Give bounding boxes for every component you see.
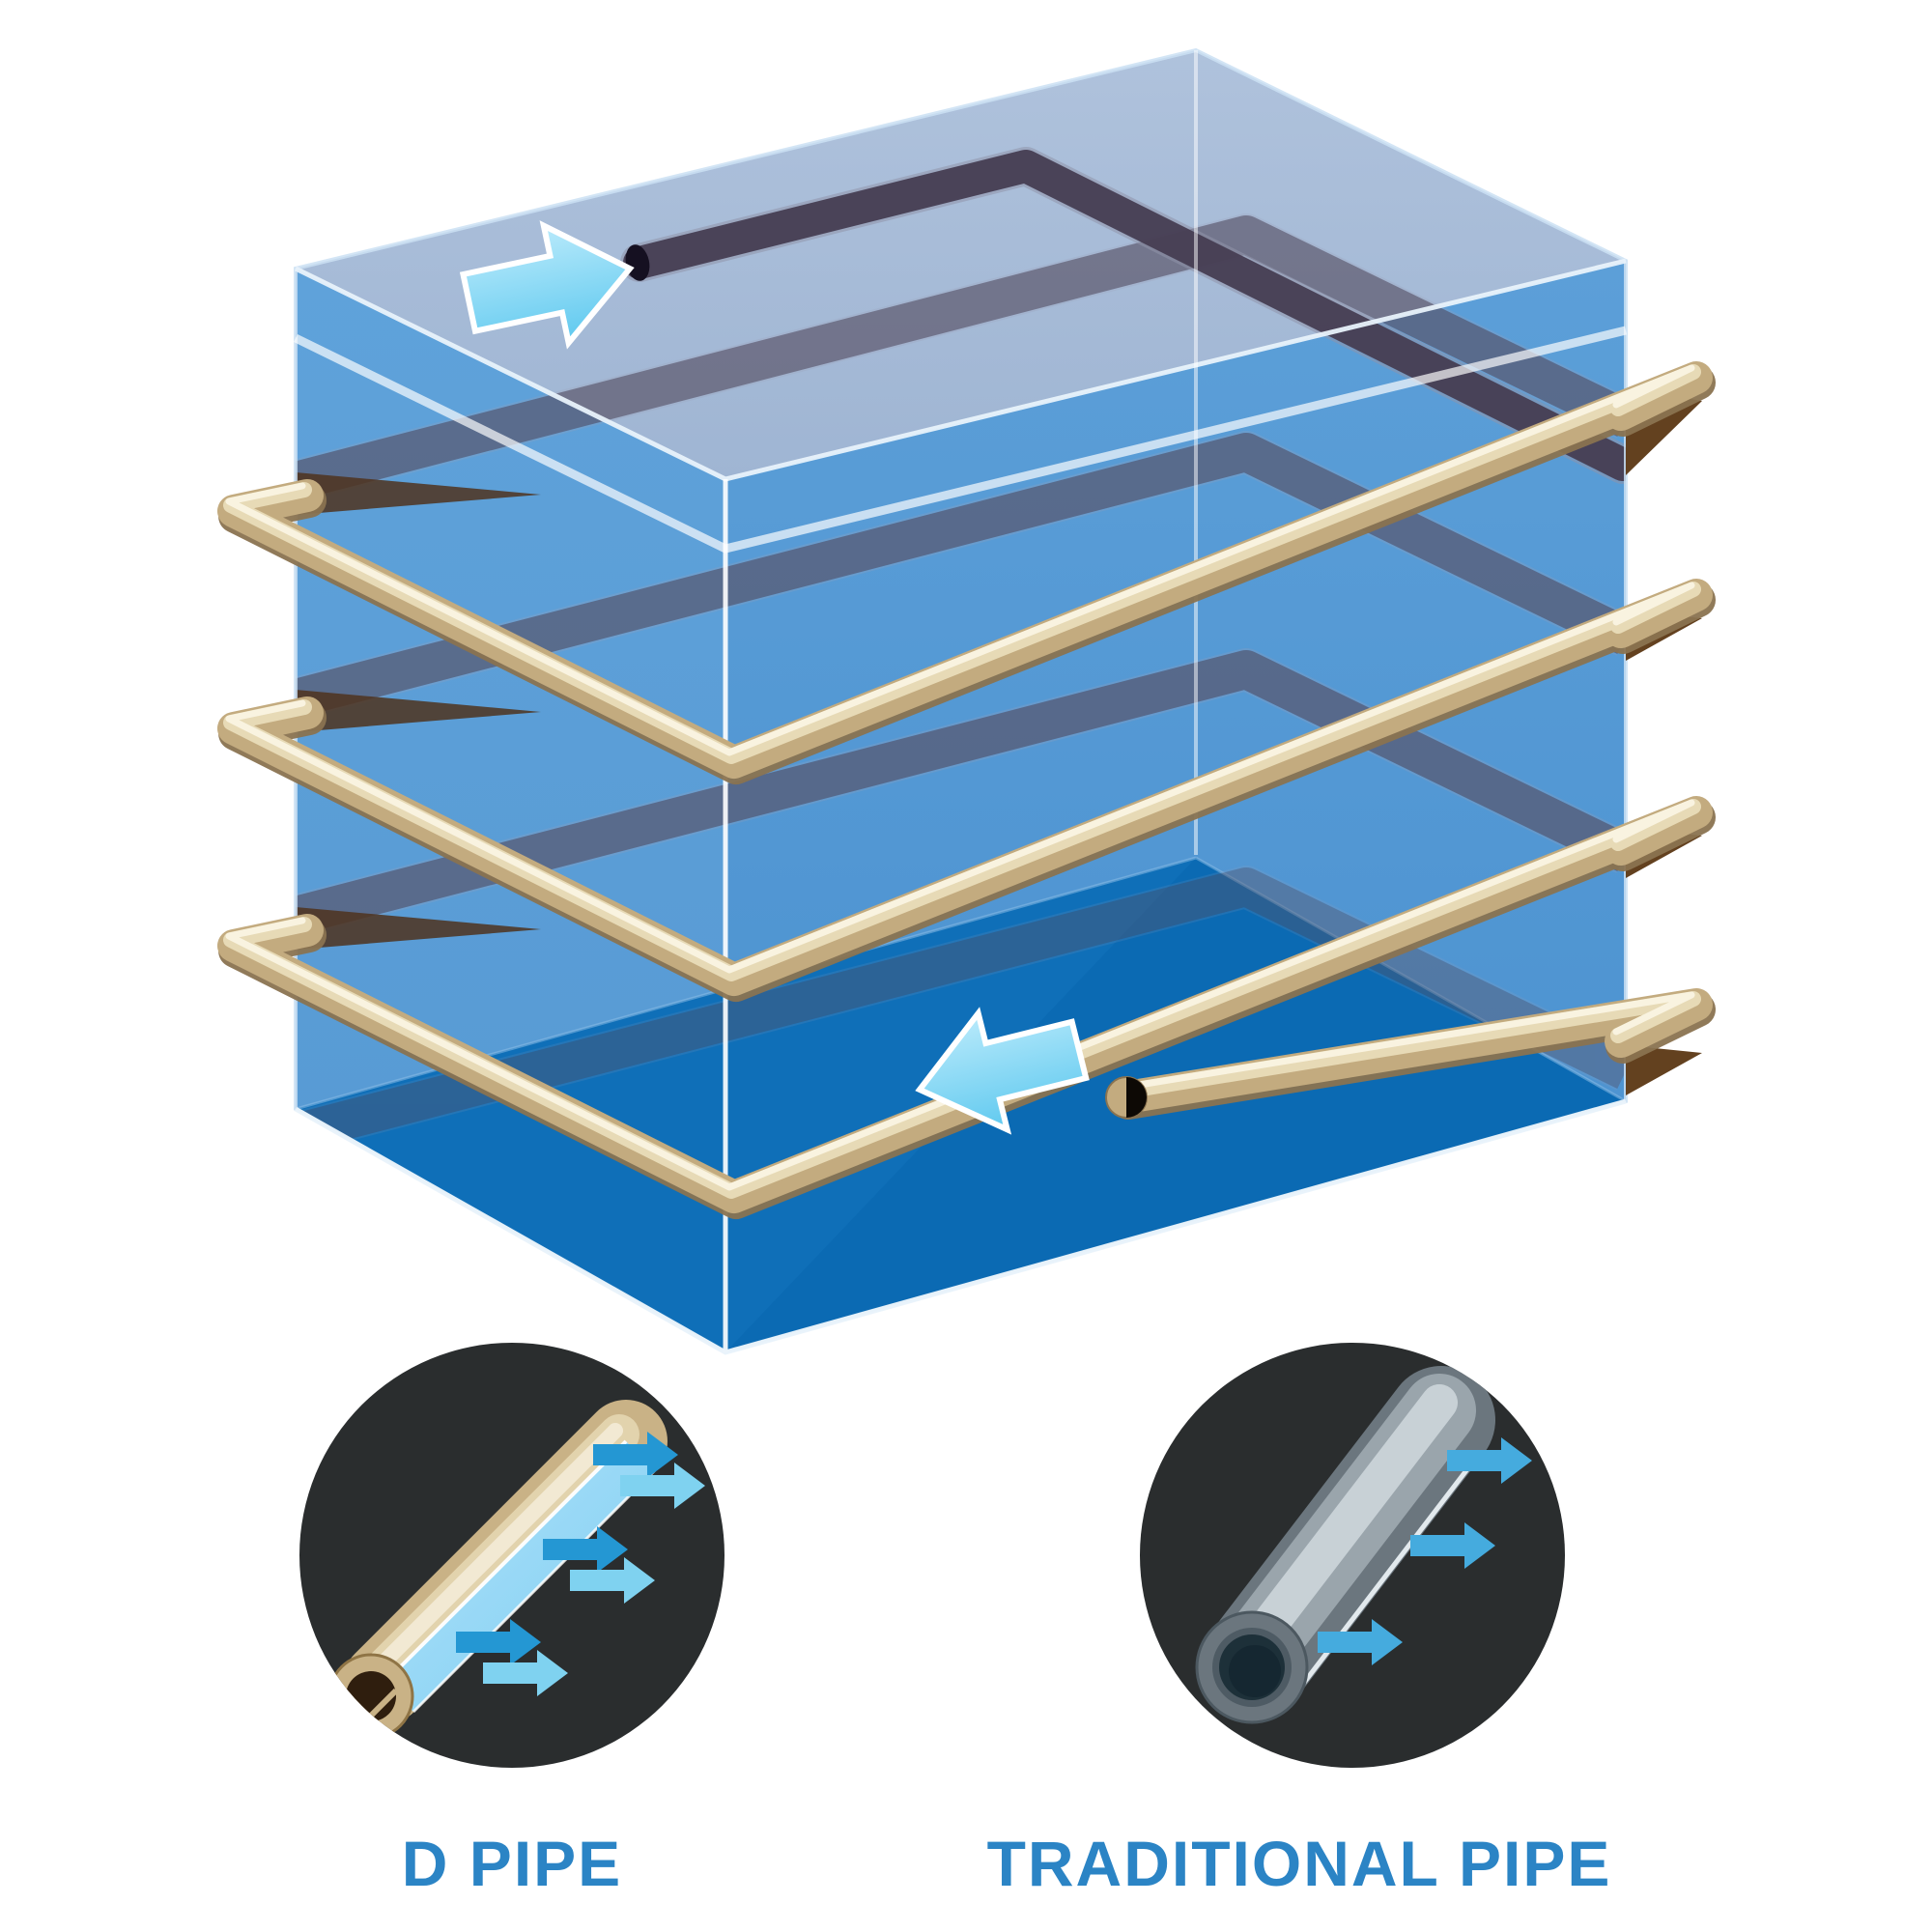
outlet-pipe bbox=[1110, 988, 1716, 1120]
d-pipe-cross-section bbox=[327, 1653, 414, 1740]
back-wall-band bbox=[296, 431, 1626, 720]
back-wall-band bbox=[296, 866, 1626, 1154]
outlet-opening bbox=[1105, 1076, 1148, 1119]
d-pipe-flat-face bbox=[384, 1441, 655, 1712]
inlet-pipe bbox=[620, 147, 1626, 484]
pipe-wall-openings-left bbox=[296, 472, 541, 950]
block-top-face bbox=[296, 50, 1626, 479]
coil-pipe bbox=[217, 361, 1716, 1219]
d-pipe-inset bbox=[299, 1343, 724, 1768]
inlet-opening bbox=[625, 244, 650, 281]
back-wall-band bbox=[296, 648, 1626, 937]
coil-loop-1 bbox=[217, 361, 1716, 784]
bottom-edges bbox=[294, 1098, 1627, 1355]
coil-loop-2 bbox=[217, 579, 1716, 1002]
traditional-pipe-cross-section bbox=[1195, 1610, 1309, 1724]
d-pipe-label: D PIPE bbox=[402, 1828, 622, 1899]
traditional-pipe-inset bbox=[1140, 1343, 1565, 1768]
coil-loop-3 bbox=[217, 796, 1716, 1219]
traditional-pipe-label: TRADITIONAL PIPE bbox=[987, 1828, 1612, 1899]
block-edges bbox=[294, 47, 1628, 1355]
